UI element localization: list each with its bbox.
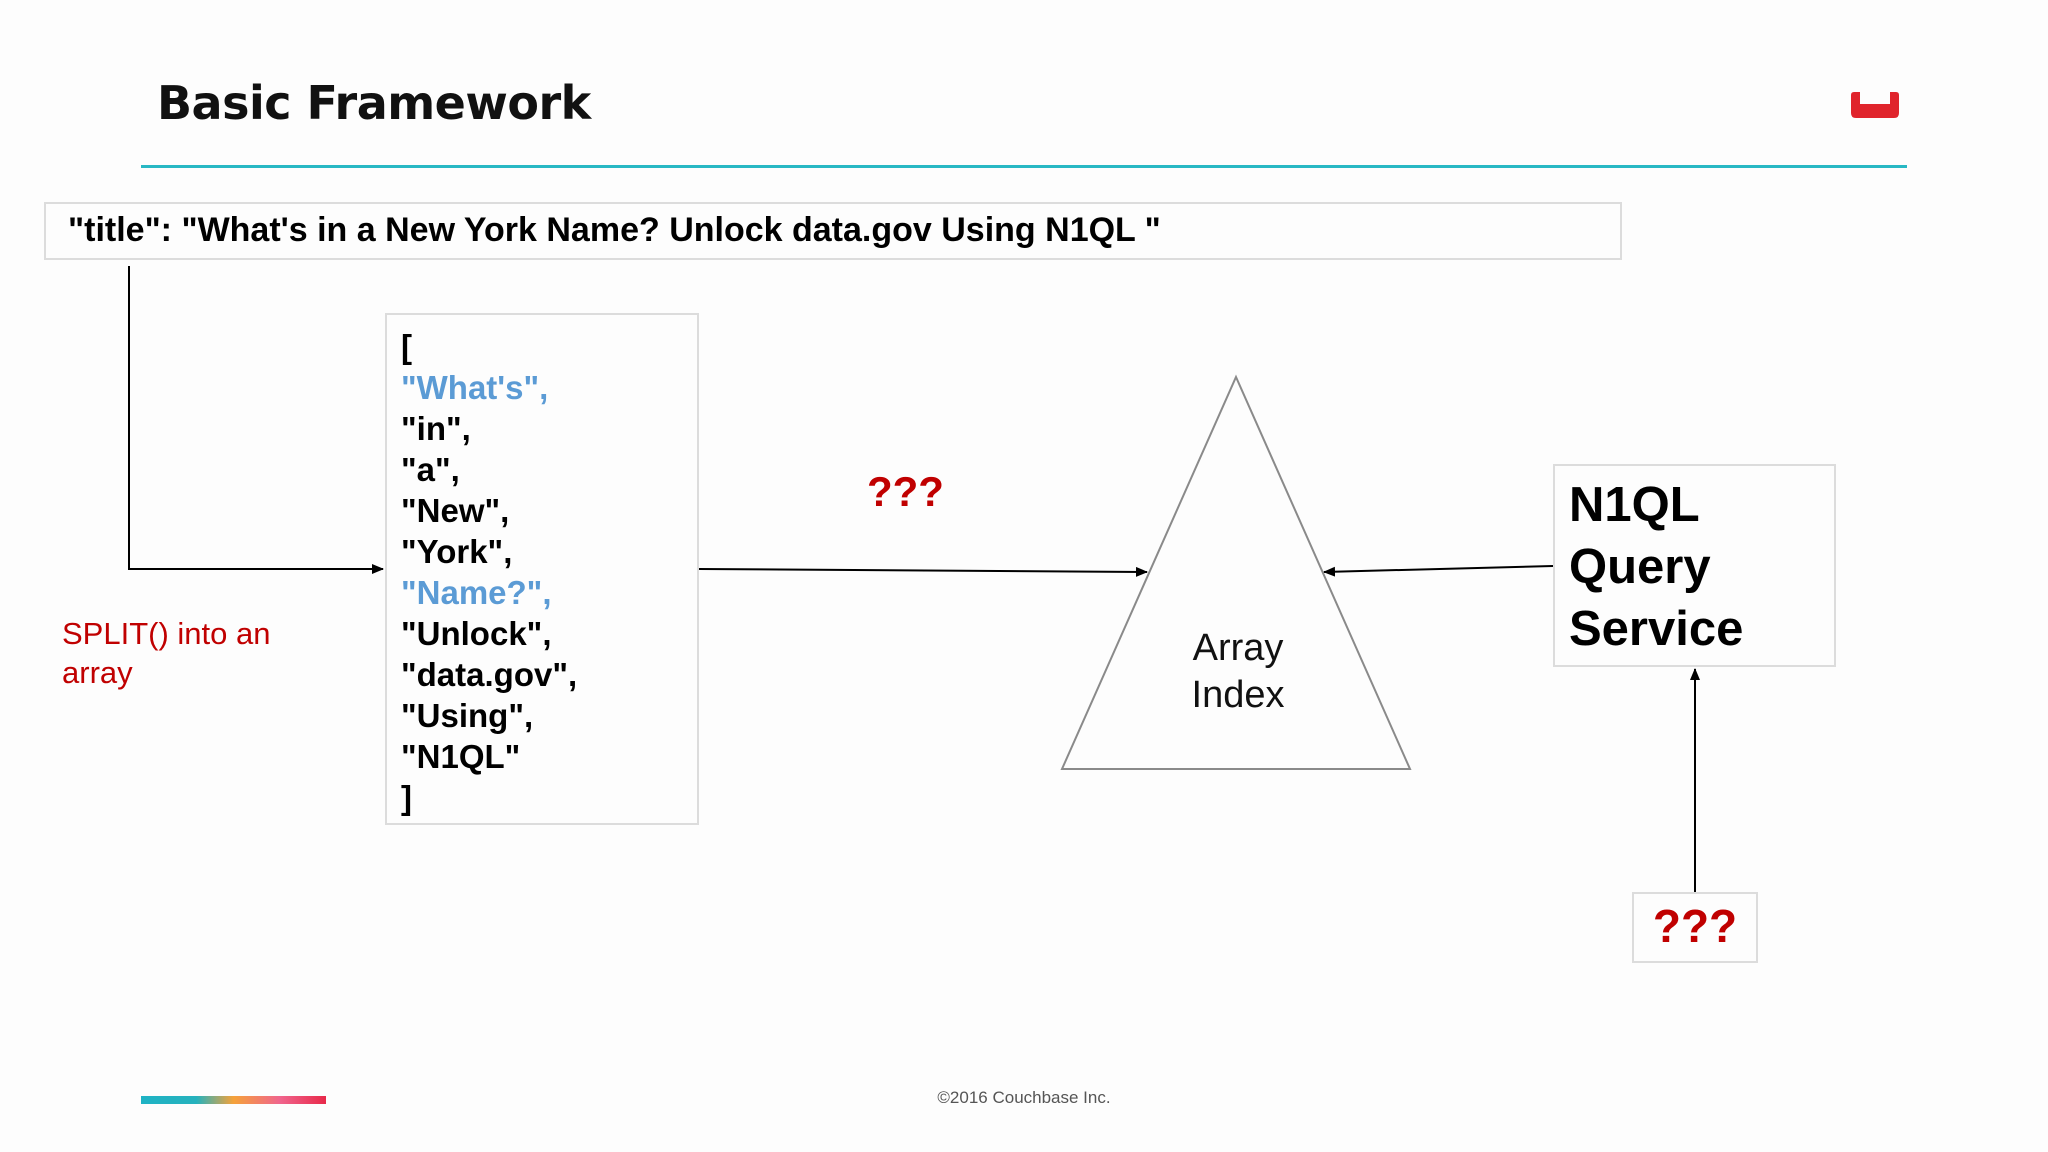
array-item: "Using", [401, 697, 534, 734]
split-arrow [128, 266, 384, 574]
array-item: "in", [401, 410, 471, 447]
slide-title: Basic Framework [157, 76, 591, 130]
array-item: "a", [401, 451, 460, 488]
unknown-input-label: ??? [1652, 900, 1738, 952]
query-service-box [1553, 464, 1836, 667]
array-index-label: Array Index [1191, 627, 1285, 716]
array-item: "Name?", [401, 574, 552, 611]
array-close-bracket: ] [401, 779, 412, 816]
copyright-text: ©2016 Couchbase Inc. [937, 1088, 1111, 1107]
service-to-index-arrow [1323, 565, 1554, 577]
query-service-line: N1QL [1569, 478, 1700, 532]
query-service-line: Query [1569, 540, 1711, 594]
source-title-text: "title": "What's in a New York Name? Unl… [68, 211, 1161, 249]
split-label: SPLIT() into an array [62, 616, 271, 690]
array-item: "New", [401, 492, 510, 529]
array-item: "data.gov", [401, 656, 578, 693]
source-title-box [44, 202, 1622, 260]
array-to-index-arrow [698, 566, 1148, 577]
split-array-box [385, 313, 699, 825]
query-service-label: N1QL Query Service [1569, 474, 1743, 660]
unknown-input-box [1632, 892, 1758, 963]
footer-color-bar [141, 1096, 326, 1104]
array-item: "N1QL" [401, 738, 521, 775]
query-service-line: Service [1569, 602, 1744, 656]
array-item: "Unlock", [401, 615, 552, 652]
split-array-list: [ "What's", "in", "a", "New", "York", "N… [401, 326, 577, 818]
array-item: "York", [401, 533, 513, 570]
array-open-bracket: [ [401, 328, 412, 365]
array-item: "What's", [401, 369, 549, 406]
couchbase-logo-icon [1851, 92, 1899, 118]
array-index-triangle [1060, 374, 1412, 770]
title-divider [141, 165, 1907, 168]
unknown-step-label: ??? [867, 468, 944, 515]
